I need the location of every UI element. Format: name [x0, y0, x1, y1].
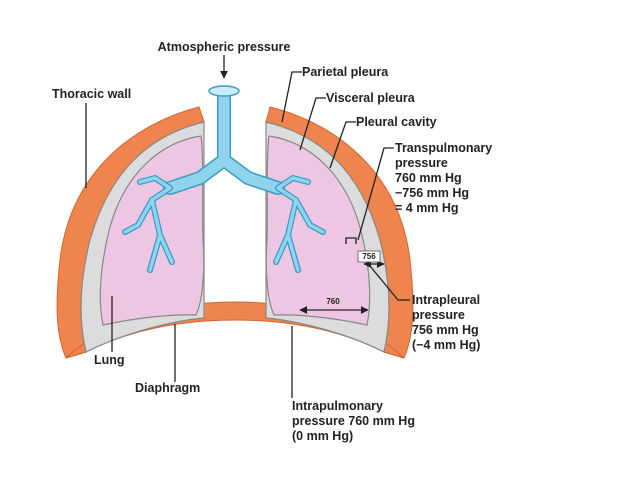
- visceral-pleura-label: Visceral pleura: [326, 91, 416, 105]
- intrapulmonary-line-1: Intrapulmonary: [292, 399, 383, 413]
- intrapulmonary-label: Intrapulmonary pressure 760 mm Hg (0 mm …: [292, 399, 418, 443]
- transpulmonary-leader: [357, 147, 394, 241]
- transpulmonary-line-5: = 4 mm Hg: [395, 201, 459, 215]
- intrapulmonary-line-2: pressure 760 mm Hg: [292, 414, 415, 428]
- intrapleural-line-2: pressure: [412, 308, 465, 322]
- intrapleural-leader: [369, 265, 410, 301]
- intrapleural-line-3: 756 mm Hg: [412, 323, 479, 337]
- transpulmonary-line-1: Transpulmonary: [395, 141, 492, 155]
- parietal-leader: [281, 71, 302, 123]
- transpulmonary-line-3: 760 mm Hg: [395, 171, 462, 185]
- thoracic-wall-label: Thoracic wall: [52, 87, 131, 101]
- transpulmonary-line-4: −756 mm Hg: [395, 186, 469, 200]
- value-756: 756: [362, 252, 376, 261]
- pleural-cavity-label: Pleural cavity: [356, 115, 437, 129]
- intrapleural-line-1: Intrapleural: [412, 293, 480, 307]
- diaphragm-label: Diaphragm: [135, 381, 200, 395]
- intrapleural-line-4: (−4 mm Hg): [412, 338, 480, 352]
- transpulmonary-label: Transpulmonary pressure 760 mm Hg −756 m…: [395, 141, 496, 215]
- atmospheric-pressure-label: Atmospheric pressure: [158, 40, 291, 54]
- value-760: 760: [326, 297, 340, 306]
- transpulmonary-line-2: pressure: [395, 156, 448, 170]
- intrapulmonary-line-3: (0 mm Hg): [292, 429, 353, 443]
- lung-label: Lung: [94, 353, 125, 367]
- parietal-pleura-label: Parietal pleura: [302, 65, 389, 79]
- transpulmonary-bracket: [345, 237, 357, 244]
- airways: [122, 87, 326, 273]
- visceral-leader: [299, 97, 326, 151]
- value-756-box: [357, 250, 381, 263]
- intrapleural-label: Intrapleural pressure 756 mm Hg (−4 mm H…: [412, 293, 484, 352]
- trachea-opening: [208, 85, 240, 97]
- pleural-cavity-leader: [329, 121, 356, 169]
